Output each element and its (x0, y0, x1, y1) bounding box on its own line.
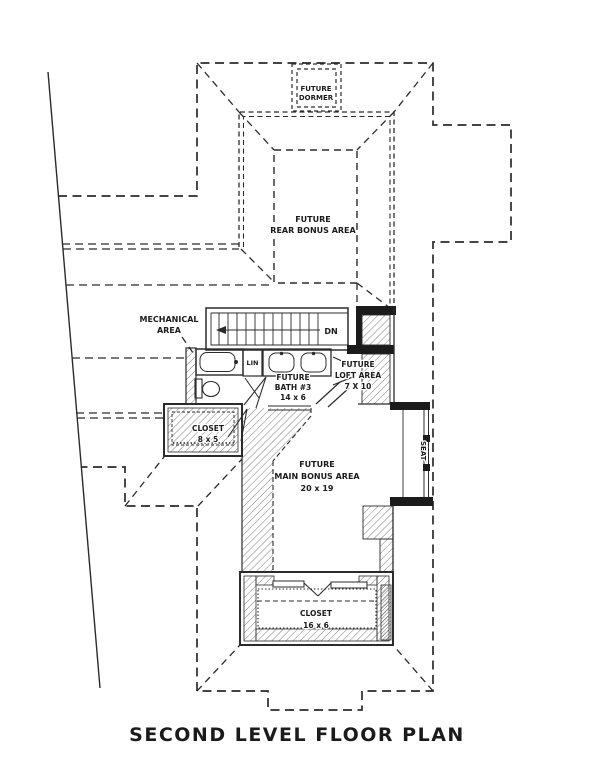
rear-bonus-ceiling-outline (273, 149, 358, 284)
linen-door-swing (244, 377, 260, 399)
loft-label-2: LOFT AREA (335, 371, 381, 380)
closet-16x6 (239, 571, 394, 646)
roof-outline (47, 62, 512, 711)
bath-loft-opening (332, 356, 356, 386)
loft-bonus-opening (315, 381, 350, 408)
page-title: SECOND LEVEL FLOOR PLAN (129, 724, 465, 746)
bath-door-swing (243, 376, 267, 409)
right-knee-wall (362, 505, 394, 574)
sink-right-icon (300, 352, 327, 373)
vanity-icon (262, 348, 332, 377)
loft-area-walls (315, 306, 396, 408)
bath-label-3: 14 x 6 (280, 393, 306, 402)
sink-left-icon (268, 352, 295, 373)
bathtub-icon (195, 348, 244, 376)
attic-storage-strip (241, 408, 312, 572)
rear-bonus-wall-lines (238, 111, 395, 307)
bath-label-2: BATH #3 (275, 383, 311, 392)
loft-label-1: FUTURE (341, 360, 374, 369)
closet-16x6-label-2: 16 x 6 (303, 621, 329, 630)
closet-8x5-label-2: 8 x 5 (198, 435, 219, 444)
rear-bonus-label-2: REAR BONUS AREA (270, 226, 356, 235)
stair-arrow-head (216, 326, 226, 334)
main-bonus-label-1: FUTURE (299, 460, 335, 469)
roof-hip-lines (124, 62, 434, 692)
room-labels: FUTURE DORMER FUTURE REAR BONUS AREA MEC… (138, 84, 428, 631)
future-dormer-outline (291, 63, 342, 112)
loft-label-3: 7 X 10 (345, 382, 372, 391)
dormer-label-2: DORMER (299, 94, 334, 102)
rear-bonus-label-1: FUTURE (295, 215, 331, 224)
roof-diagonal-line (47, 71, 101, 689)
closet-window-icon (380, 584, 392, 641)
linen-label: LIN (246, 359, 258, 367)
roof-overhang-outline (58, 62, 512, 711)
mechanical-label-2: AREA (157, 326, 182, 335)
staircase (205, 307, 349, 351)
toilet-icon (194, 378, 221, 399)
down-label: DN (324, 327, 337, 336)
closet-8x5 (163, 403, 248, 457)
bath-area (185, 347, 356, 413)
bath-label-1: FUTURE (276, 373, 309, 382)
main-bonus-label-3: 20 x 19 (301, 484, 334, 493)
closet-8x5-door-swing (227, 408, 248, 442)
roof-plane-lines (62, 243, 272, 419)
main-bonus-label-2: MAIN BONUS AREA (274, 472, 360, 481)
mechanical-label-1: MECHANICAL (139, 315, 198, 324)
closet-16x6-label-1: CLOSET (300, 609, 333, 618)
seat-label: SEAT (419, 441, 427, 461)
window-seat (390, 402, 433, 506)
dormer-label-1: FUTURE (300, 85, 331, 93)
closet-8x5-label-1: CLOSET (192, 424, 225, 433)
linen-closet (242, 348, 263, 377)
